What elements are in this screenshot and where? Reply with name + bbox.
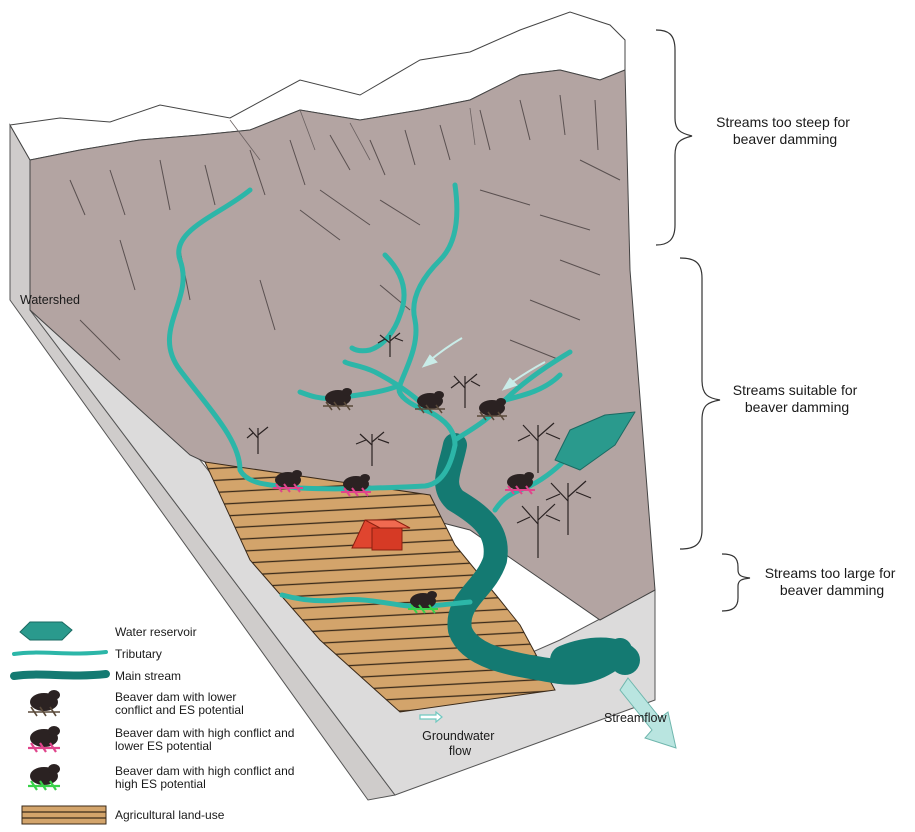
zone-label-steep: Streams too steep for beaver damming xyxy=(716,114,854,147)
legend-label-tributary: Tributary xyxy=(115,647,162,661)
legend-dam-lower-swatch xyxy=(28,690,60,716)
watershed-label: Watershed xyxy=(20,293,80,307)
bracket-suitable xyxy=(680,258,720,549)
bracket-large xyxy=(722,554,750,611)
legend-label-dam-high-lower: Beaver dam with high conflict and lower … xyxy=(115,726,298,753)
streamflow-label: Streamflow xyxy=(604,711,667,725)
legend-tributary-swatch xyxy=(14,652,106,654)
legend-dam-high-lower-swatch xyxy=(28,726,60,752)
legend-main-stream-swatch xyxy=(14,674,106,676)
zone-label-suitable: Streams suitable for beaver damming xyxy=(733,382,861,415)
bracket-steep xyxy=(656,30,692,245)
legend-label-dam-lower: Beaver dam with lower conflict and ES po… xyxy=(115,690,244,717)
legend-reservoir-swatch xyxy=(20,622,72,640)
legend: Water reservoir Tributary Main stream Be… xyxy=(14,622,298,824)
legend-label-dam-high-high: Beaver dam with high conflict and high E… xyxy=(115,764,298,791)
legend-label-agri: Agricultural land-use xyxy=(115,808,225,822)
zone-label-large: Streams too large for beaver damming xyxy=(765,565,900,598)
legend-agri-swatch xyxy=(22,806,106,824)
legend-label-main-stream: Main stream xyxy=(115,669,181,683)
legend-dam-high-high-swatch xyxy=(28,764,60,790)
main-stream-mouth xyxy=(565,653,625,661)
legend-label-reservoir: Water reservoir xyxy=(115,625,197,639)
